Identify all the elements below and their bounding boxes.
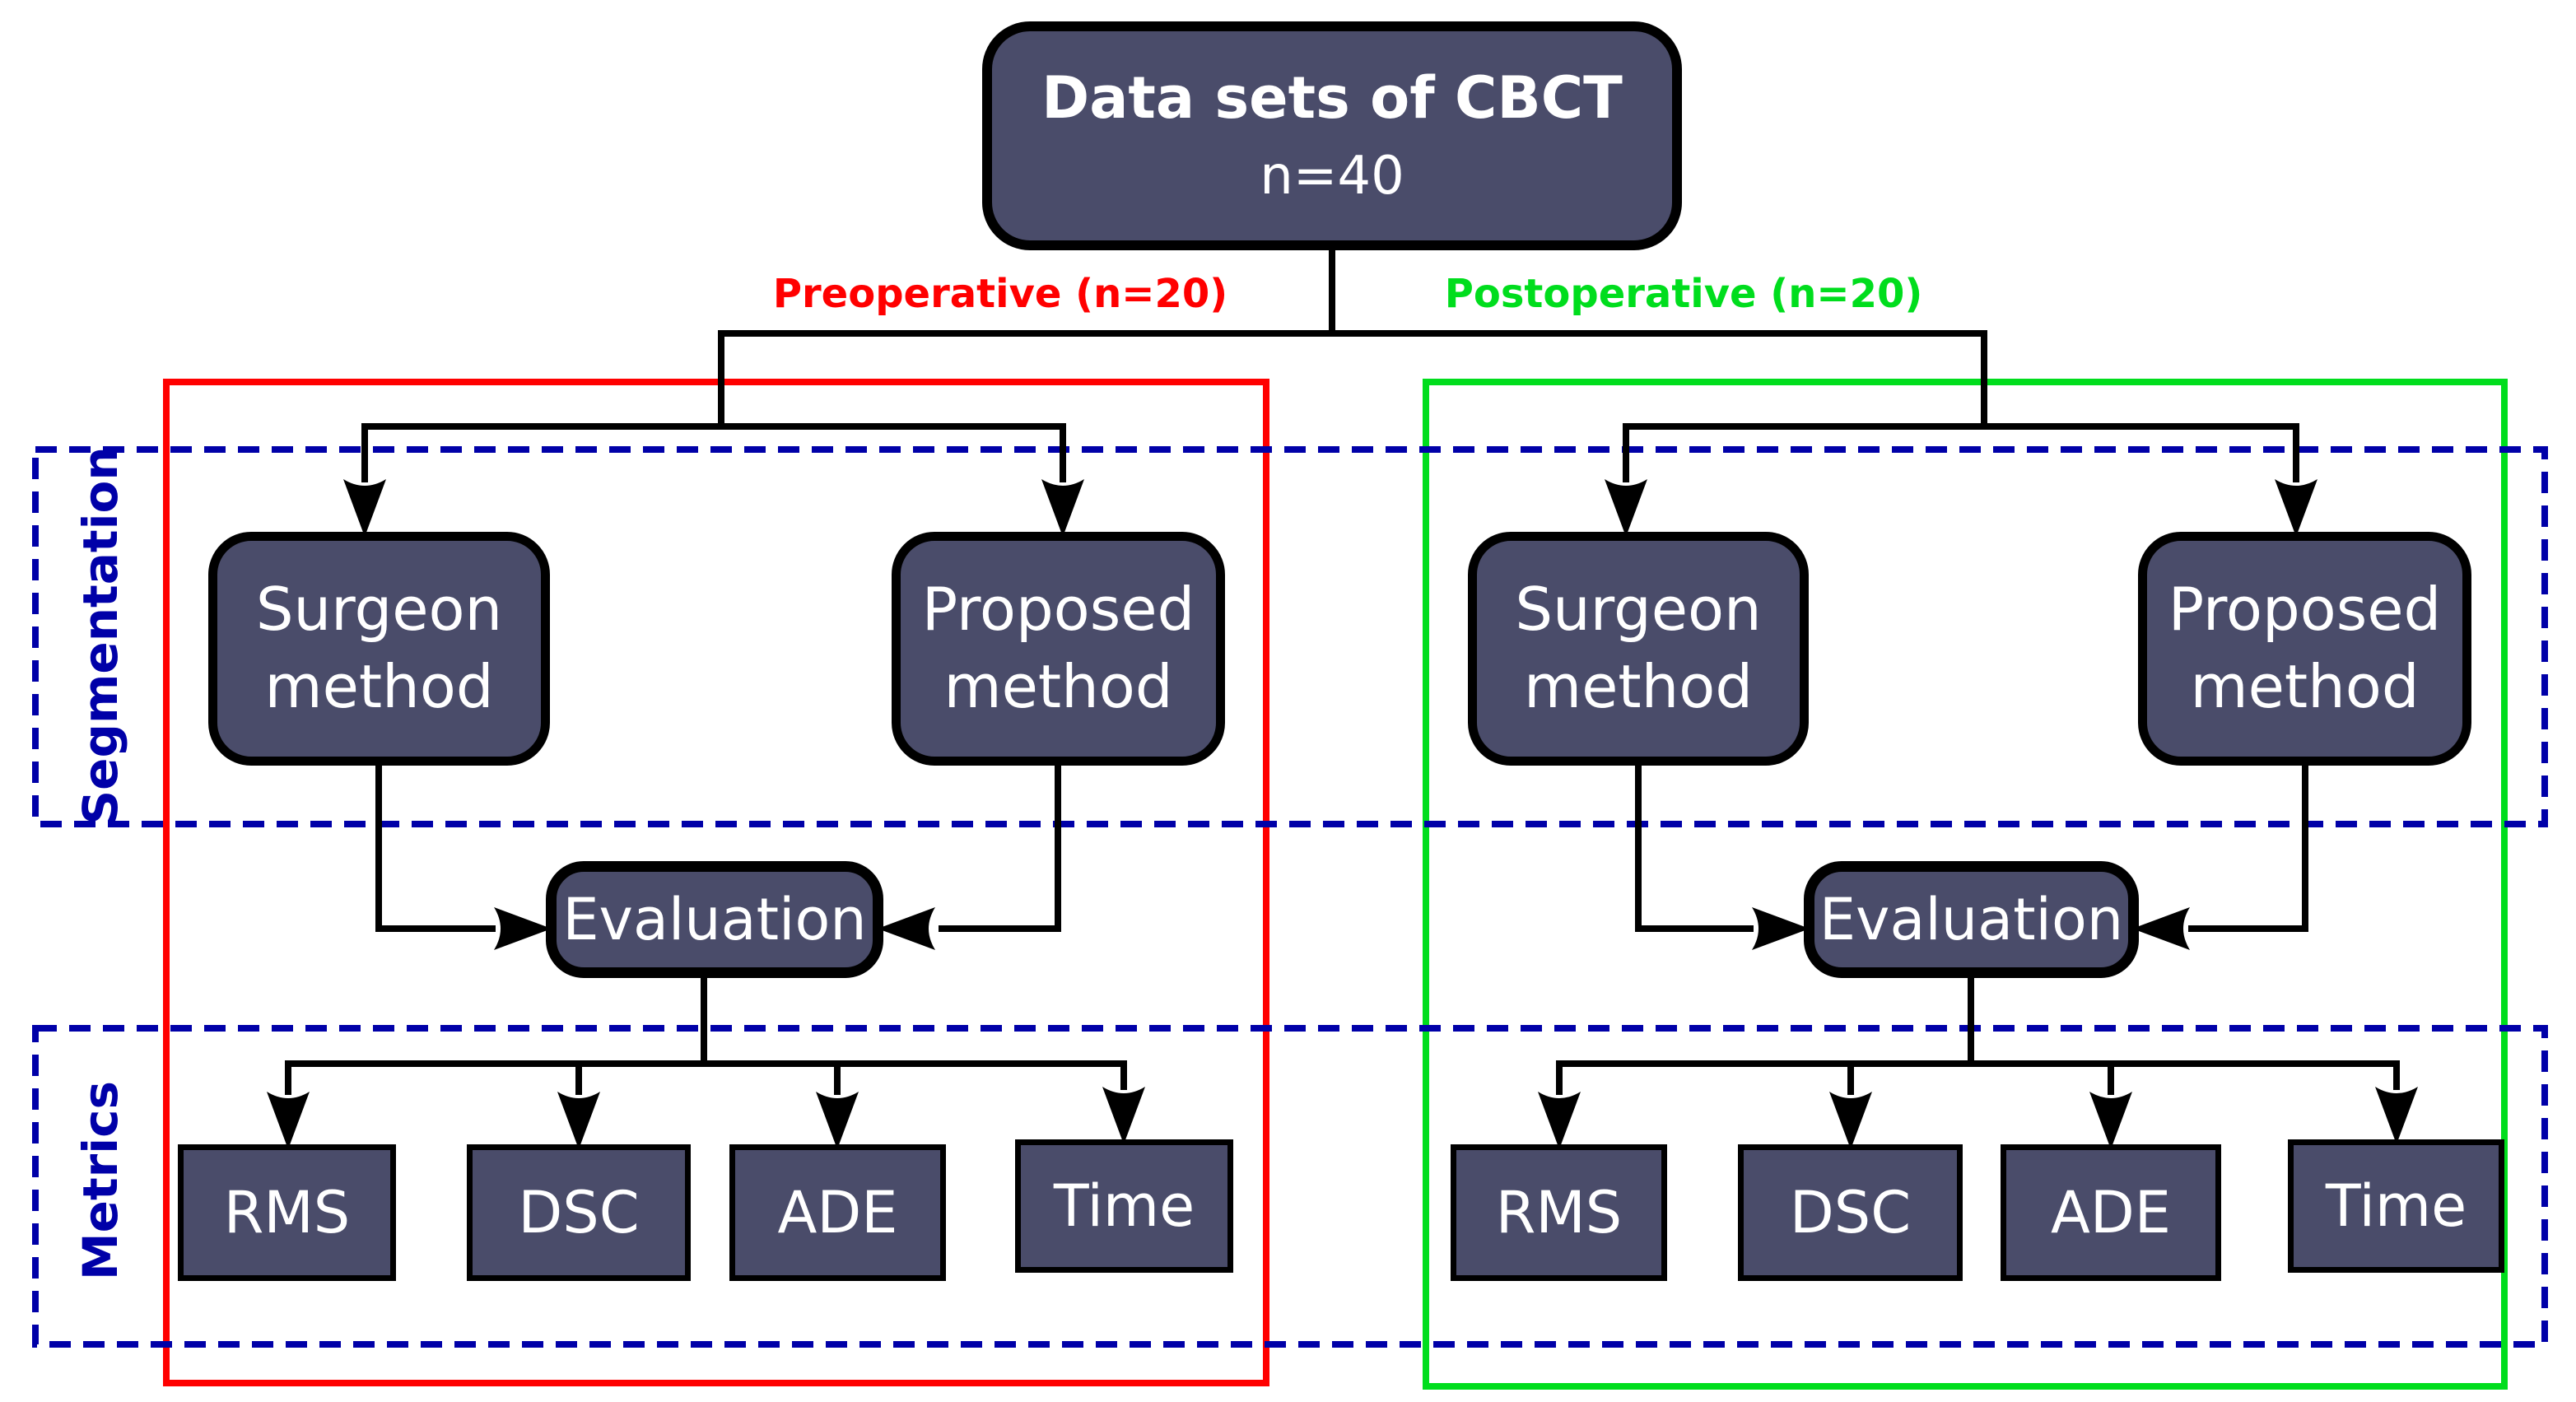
postoperative-label: Postoperative (n=20) [1444,271,1923,317]
dataset-root-box: Data sets of CBCT n=40 [982,21,1682,250]
method-label-line: method [264,652,494,721]
surgeon-method-box-preop: Surgeon method [208,532,550,766]
preoperative-frame [163,379,1269,1386]
evaluation-label: Evaluation [1819,886,2124,953]
metric-label: DSC [518,1179,640,1246]
metric-box-dsc-postop: DSC [1738,1144,1963,1281]
method-label-line: method [2190,652,2420,721]
evaluation-label: Evaluation [562,886,867,953]
dataset-title: Data sets of CBCT [1041,64,1623,133]
method-label-line: Surgeon [1515,575,1762,645]
method-label-line: Proposed [921,575,1195,645]
proposed-method-box-preop: Proposed method [892,532,1225,766]
metric-label: ADE [777,1179,898,1246]
metric-box-time-postop: Time [2288,1139,2504,1273]
evaluation-box-preop: Evaluation [546,861,883,978]
metric-box-time-preop: Time [1015,1139,1233,1273]
metric-box-rms-postop: RMS [1451,1144,1667,1281]
method-label-line: Proposed [2168,575,2442,645]
method-label-line: method [943,652,1173,721]
postoperative-frame [1423,379,2508,1390]
preoperative-label: Preoperative (n=20) [772,271,1228,317]
method-label-line: Surgeon [255,575,503,645]
method-label-line: method [1523,652,1754,721]
dashed-band-borders [32,446,2548,1348]
proposed-method-box-postop: Proposed method [2138,532,2471,766]
metric-label: RMS [223,1179,351,1246]
metric-box-rms-preop: RMS [178,1144,396,1281]
dataset-count: n=40 [1260,145,1404,207]
metrics-band-label: Metrics [72,1080,128,1281]
metric-box-ade-postop: ADE [2001,1144,2221,1281]
tree-connector-lines [285,245,2400,1095]
evaluation-box-postop: Evaluation [1804,861,2139,978]
metric-label: Time [1053,1172,1195,1240]
metric-box-dsc-preop: DSC [467,1144,691,1281]
metric-box-ade-preop: ADE [729,1144,946,1281]
metric-label: Time [2325,1172,2467,1240]
metric-label: RMS [1495,1179,1623,1246]
metric-label: DSC [1789,1179,1912,1246]
surgeon-method-box-postop: Surgeon method [1468,532,1809,766]
metric-label: ADE [2050,1179,2171,1246]
segmentation-band-label: Segmentation [72,446,128,825]
arrowheads [267,479,2418,1149]
